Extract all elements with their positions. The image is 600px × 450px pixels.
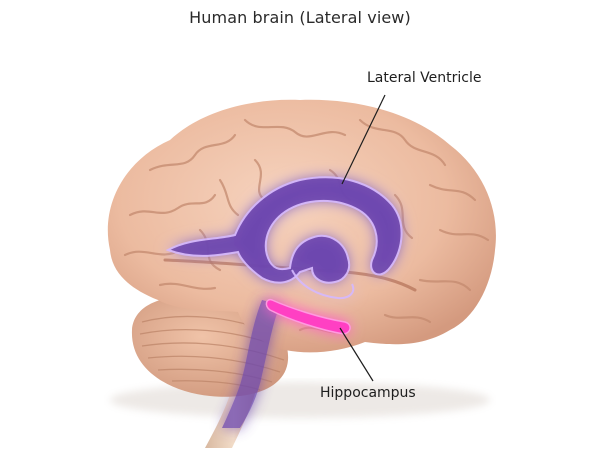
ground-shadow [110,382,490,418]
ventricle-leader-line [341,94,386,185]
hippocampus-leader-line [339,327,374,382]
label-lateral-ventricle: Lateral Ventricle [367,70,482,86]
diagram-title: Human brain (Lateral view) [189,8,411,27]
label-hippocampus: Hippocampus [320,385,416,401]
brainstem-highlight [222,300,280,428]
